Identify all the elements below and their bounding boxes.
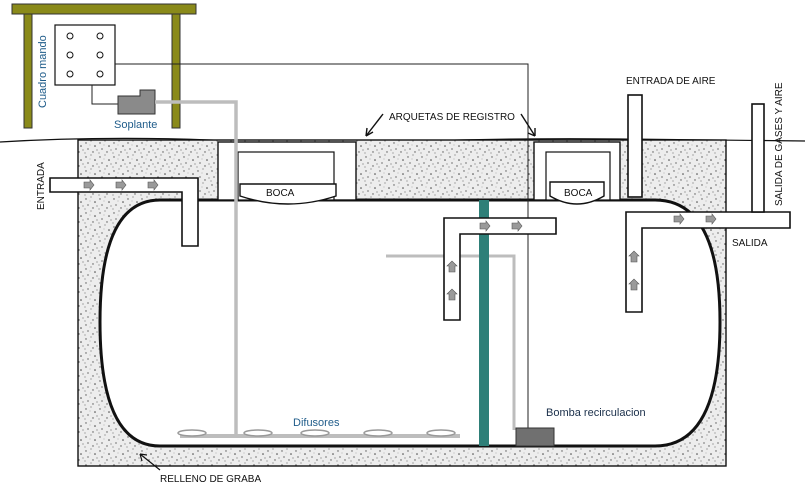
inspection-chambers-label: ARQUETAS DE REGISTRO — [389, 112, 515, 123]
air-inlet-vent — [627, 94, 643, 198]
air-supply-line — [155, 100, 238, 436]
outlet-label: SALIDA — [732, 238, 768, 249]
control-panel — [54, 24, 116, 86]
internal-flow-arrows — [446, 220, 523, 301]
manhole-right-label: BOCA — [564, 188, 593, 199]
manhole-left-label: BOCA — [266, 188, 295, 199]
diffusers — [177, 429, 456, 437]
blower — [117, 89, 156, 115]
teal-pipe — [479, 200, 489, 446]
gravel-fill-label: RELLENO DE GRABA — [160, 474, 261, 485]
recirculation-line — [386, 254, 516, 430]
tank-body — [98, 198, 722, 448]
inspection-chamber-left — [217, 141, 357, 205]
gas-outlet-vent — [751, 103, 765, 213]
diffusers-label: Difusores — [293, 417, 340, 429]
internal-transfer-pipe — [443, 217, 557, 321]
inspection-chamber-right — [533, 141, 621, 205]
inlet-label: ENTRADA — [36, 162, 47, 210]
recirculation-pump-label: Bomba recirculacion — [546, 407, 646, 419]
recirculation-pump — [515, 427, 555, 447]
shed-frame — [11, 3, 197, 129]
gravel-fill-pointer — [139, 453, 161, 471]
inspection-chambers-arrows — [365, 113, 536, 137]
inlet-flow-arrows — [83, 179, 159, 191]
outlet-flow-arrows — [628, 213, 717, 291]
inlet-pipe — [49, 177, 199, 247]
blower-cable — [91, 85, 118, 105]
control-cable — [115, 63, 529, 432]
blower-label: Soplante — [114, 119, 157, 131]
gas-outlet-label: SALIDA DE GASES Y AIRE — [774, 82, 785, 206]
air-inlet-label: ENTRADA DE AIRE — [626, 76, 716, 87]
control-panel-label: Cuadro mando — [37, 35, 49, 108]
outlet-pipe — [625, 211, 791, 313]
